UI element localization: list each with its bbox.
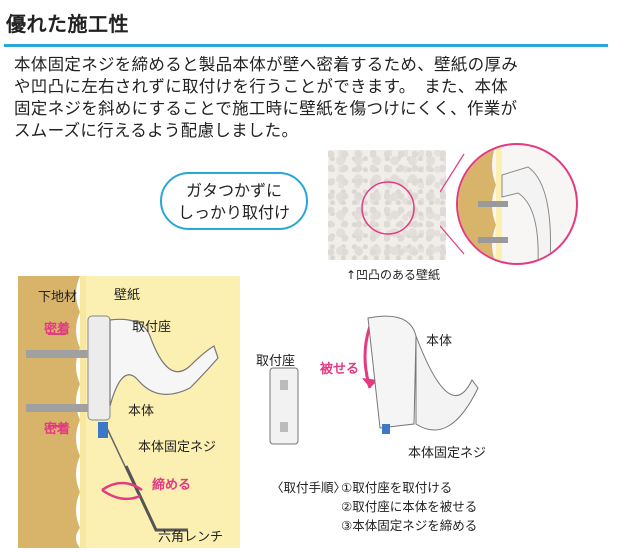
description-line: や凹凸に左右されずに取付けを行うことができます。 また、本体: [14, 77, 509, 96]
adhere-bottom-label: 密着: [44, 422, 71, 437]
tighten-label: 締める: [152, 478, 192, 493]
description: 本体固定ネジを締めると製品本体が壁へ密着するため、壁紙の厚み や凹凸に左右されず…: [14, 54, 614, 142]
step-item: ①取付座を取付ける: [341, 480, 453, 495]
seat-label: 取付座: [256, 354, 296, 369]
bubble-line: ガタつかずに: [185, 181, 282, 200]
wallpaper-label: 壁紙: [114, 288, 141, 303]
underlay-label: 下地材: [38, 290, 78, 305]
description-line: 本体固定ネジを締めると製品本体が壁へ密着するため、壁紙の厚み: [14, 55, 518, 74]
cover-label: 被せる: [320, 362, 360, 377]
bracket-closeup-icon: [458, 145, 551, 263]
body-label: 本体: [128, 404, 155, 419]
zoom-detail: [456, 143, 578, 265]
install-steps: 〈取付手順〉①取付座を取付ける ②取付座に本体を被せる ③本体固定ネジを締める: [271, 478, 477, 535]
description-line: スムーズに行えるよう配慮しました。: [14, 121, 299, 140]
feature-bubble: ガタつかずに しっかり取付け: [160, 172, 308, 230]
step-item: ②取付座に本体を被せる: [341, 499, 478, 514]
wrench-label: 六角レンチ: [158, 530, 224, 545]
screw-label: 本体固定ネジ: [138, 440, 217, 455]
body-label: 本体: [426, 334, 453, 349]
screw-label: 本体固定ネジ: [408, 446, 487, 461]
steps-heading: 〈取付手順〉: [271, 480, 347, 495]
section-title: 優れた施工性: [6, 12, 129, 36]
adhere-top-label: 密着: [44, 322, 71, 337]
bubble-line: しっかり取付け: [177, 203, 290, 222]
step-item: ③本体固定ネジを締める: [341, 518, 478, 533]
zoom-connector-icon: [440, 153, 465, 255]
description-line: 固定ネジを斜めにすることで施工時に壁紙を傷つけにくく、作業が: [14, 99, 518, 118]
bracket-cross-section-icon: [18, 276, 240, 548]
assembly-diagram: 取付座 被せる 本体 本体固定ネジ: [250, 296, 510, 464]
installation-diagram: 下地材 壁紙 密着 取付座 本体 密着 本体固定ネジ 締める 六角レンチ: [18, 276, 240, 548]
title-underline: [4, 44, 608, 47]
bracket-parts-icon: [269, 315, 479, 445]
zoom-marker-icon: [361, 181, 415, 235]
photo-caption: ↑凹凸のある壁紙: [346, 268, 441, 282]
seat-label: 取付座: [132, 320, 172, 335]
textured-wallpaper-photo: [328, 150, 446, 260]
